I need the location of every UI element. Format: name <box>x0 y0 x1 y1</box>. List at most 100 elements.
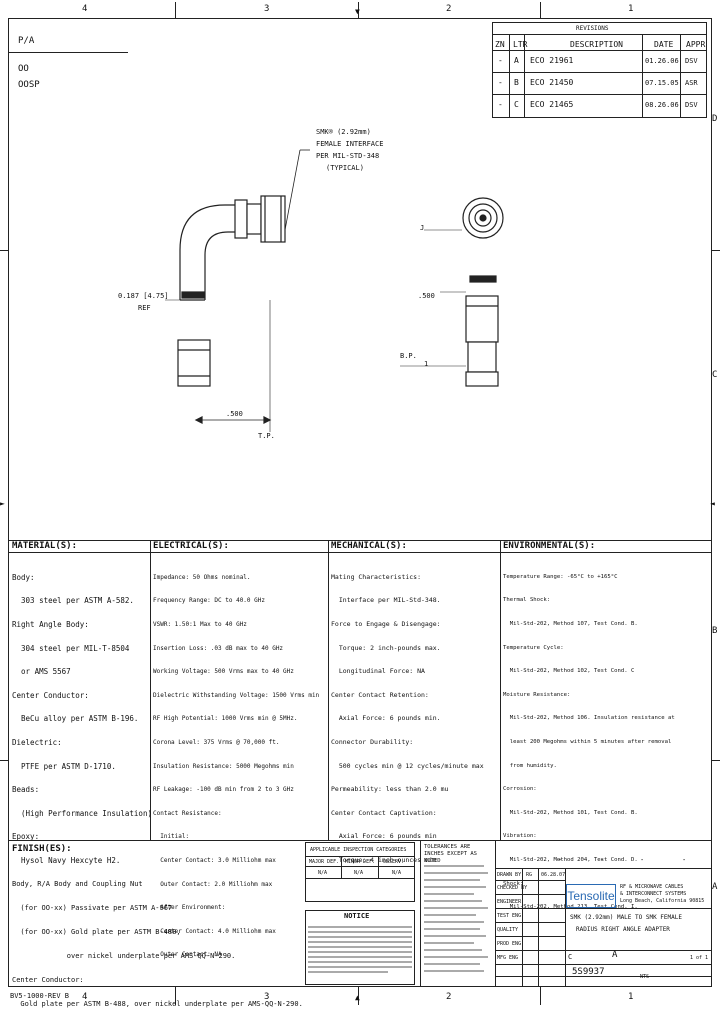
environmental-line: Corrosion: <box>503 786 537 793</box>
pa-label: P/A <box>18 36 35 46</box>
company-line-1: RF & MICROWAVE CABLES <box>620 884 684 890</box>
mechanical-line: Axial Force: 6 pounds min <box>331 832 437 841</box>
right-zone-c: C <box>712 370 718 380</box>
divider <box>509 34 510 118</box>
rev-row-zone: - <box>498 56 503 65</box>
dim-left-a: 0.187 [4.75] <box>118 292 169 300</box>
electrical-line: RF High Potential: 1000 Vrms min @ 5MHz. <box>153 715 298 723</box>
bp-label: B.P. <box>400 352 417 360</box>
divider <box>8 540 712 541</box>
center-mark-top: ▼ <box>355 7 360 16</box>
material-header: MATERIAL(S): <box>12 541 78 551</box>
electrical-list: Impedance: 50 Ohms nominal. Frequency Ra… <box>153 560 319 973</box>
mechanical-line: Torque: 4 inch-ounces min <box>331 855 437 864</box>
material-line: or AMS 5567 <box>12 667 71 677</box>
finish-list: Body, R/A Body and Coupling Nut (for OO-… <box>12 866 303 1022</box>
divider <box>8 52 128 53</box>
bottom-zone-2: 2 <box>446 992 452 1002</box>
rev-row-date: 08.26.06 <box>645 101 679 109</box>
divider <box>495 908 712 909</box>
inspection-header-minor: MINOR DEF. <box>345 859 376 865</box>
mechanical-line: Longitudinal Force: NA <box>331 667 425 676</box>
inspection-box <box>305 842 415 902</box>
bottom-zone-3: 3 <box>264 992 270 1002</box>
rev-row-desc: ECO 21450 <box>530 78 574 87</box>
divider <box>522 868 523 987</box>
zone-divider <box>540 2 541 18</box>
rev-row-ltr: A <box>514 56 519 65</box>
dim-bottom: .500 <box>226 410 243 418</box>
environmental-list: Temperature Range: -65°C to +165°C Therm… <box>503 560 675 926</box>
divider <box>495 922 565 923</box>
dim-side: .500 <box>418 292 435 300</box>
divider <box>495 868 712 869</box>
divider <box>495 964 712 965</box>
zone-divider <box>0 760 8 761</box>
mechanical-line: Connector Durability: <box>331 737 414 746</box>
notice-fine-print <box>308 926 412 973</box>
drawn-by: RG <box>526 872 533 878</box>
divider <box>495 936 565 937</box>
oosp-label: OOSP <box>18 80 40 90</box>
revisions-table <box>492 22 707 118</box>
mechanical-list: Mating Characteristics: Interface per MI… <box>331 560 484 879</box>
mechanical-line: Center Contact Captivation: <box>331 808 437 817</box>
zone-divider <box>712 250 720 251</box>
top-zone-2: 2 <box>446 4 452 14</box>
zone-divider <box>540 987 541 1005</box>
dim-left-b: REF <box>138 304 151 312</box>
material-line: Center Conductor: <box>12 690 89 700</box>
rev-header-appr: APPR <box>686 40 706 49</box>
j-label: J <box>420 224 425 232</box>
zone-divider <box>358 2 359 18</box>
divider <box>680 34 681 118</box>
callout-line-4: (TYPICAL) <box>326 164 364 172</box>
rev-row-appr: DSV <box>685 57 698 65</box>
oo-label: OO <box>18 64 29 74</box>
electrical-line: After Environment: <box>153 904 226 912</box>
rev-row-ltr: B <box>514 78 519 87</box>
mechanical-header: MECHANICAL(S): <box>331 541 407 551</box>
electrical-line: Frequency Range: DC to 40.0 GHz <box>153 597 265 605</box>
rev-header-desc: DESCRIPTION <box>570 40 623 49</box>
divider <box>495 950 712 951</box>
divider <box>305 878 415 879</box>
zone-divider <box>175 987 176 1005</box>
divider <box>495 894 565 895</box>
electrical-line: Impedance: 50 Ohms nominal. <box>153 573 251 581</box>
electrical-line: Working Voltage: 500 Vrms max to 40 GHz <box>153 668 294 676</box>
rev-header-date: DATE <box>654 40 674 49</box>
environmental-line: Thermal Shock: <box>503 597 551 604</box>
rev-row-zone: - <box>498 100 503 109</box>
approval-checked: CHECKED BY <box>497 885 528 891</box>
callout-line-1: SMK® (2.92mm) <box>316 128 371 136</box>
environmental-line: Moisture Resistance: <box>503 691 571 698</box>
approval-mfg: MFG ENG <box>497 955 519 961</box>
inspection-title: APPLICABLE INSPECTION CATEGORIES <box>310 847 407 853</box>
rev-row-appr: ASR <box>685 79 698 87</box>
rev-row-desc: ECO 21465 <box>530 100 574 109</box>
mechanical-line: Center Contact Retention: <box>331 690 429 699</box>
rev-row-ltr: C <box>514 100 519 109</box>
environmental-line: least 200 Megohms within 5 minutes after… <box>503 738 672 745</box>
material-line: Beads: <box>12 785 40 795</box>
rev-row-zone: - <box>498 78 503 87</box>
electrical-line: Dielectric Withstanding Voltage: 1500 Vr… <box>153 691 320 699</box>
finish-line: Body, R/A Body and Coupling Nut <box>12 880 143 888</box>
approval-quality: QUALITY <box>497 927 519 933</box>
divider <box>305 866 415 867</box>
zone-divider <box>712 760 720 761</box>
material-line: (High Performance Insulation) <box>12 808 152 818</box>
tolerances-table <box>424 865 488 972</box>
material-line: PTFE per ASTM D-1710. <box>12 761 116 771</box>
dash: - <box>682 856 687 864</box>
adapter-drawing <box>165 149 504 432</box>
top-zone-1: 1 <box>628 4 634 14</box>
footer-code: BV5-1000-REV B <box>10 992 70 1000</box>
environmental-line: Temperature Range: -65°C to +165°C <box>503 573 618 580</box>
mechanical-line: Force to Engage & Disengage: <box>331 619 441 628</box>
center-mark-right: ◄ <box>710 499 715 508</box>
one-label: 1 <box>424 360 429 368</box>
top-zone-3: 3 <box>264 4 270 14</box>
electrical-line: Corona Level: 375 Vrms @ 70,000 ft. <box>153 738 280 746</box>
